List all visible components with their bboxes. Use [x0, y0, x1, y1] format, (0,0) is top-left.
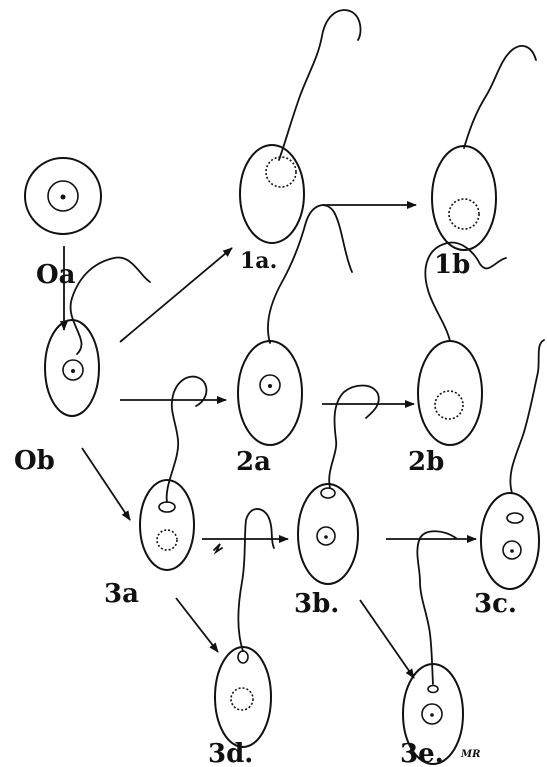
cell-0a	[24, 157, 102, 235]
label-3c: 3c.	[474, 589, 517, 619]
arrow-3a-3d	[175, 597, 219, 653]
cell-3c	[480, 339, 545, 590]
cell-3a	[139, 375, 208, 571]
cell-3d	[214, 508, 275, 748]
cell-3b	[297, 384, 380, 585]
label-2b: 2b	[408, 447, 444, 477]
arrow-0b-3a	[81, 447, 131, 521]
cell-1a	[239, 9, 362, 244]
cell-2b	[417, 241, 507, 446]
label-2a: 2a	[236, 447, 271, 477]
label-3e: 3e.	[400, 739, 444, 767]
arrow-3b-3e	[359, 599, 415, 679]
mark-small	[213, 543, 223, 555]
cell-2a	[237, 204, 353, 446]
cell-1b	[431, 45, 537, 251]
label-3b: 3b.	[294, 589, 339, 619]
label-0b: Ob	[14, 446, 55, 476]
label-1a: 1a.	[240, 248, 277, 274]
label-3d: 3d.	[208, 739, 253, 767]
cell-3e	[402, 530, 464, 765]
signature-mark: MR	[460, 749, 480, 760]
label-3a: 3a	[104, 579, 139, 609]
cell-0b	[44, 256, 151, 417]
label-0a: Oa	[36, 260, 76, 290]
arrow-0b-1a	[119, 247, 233, 343]
label-1b: 1b	[434, 250, 470, 280]
